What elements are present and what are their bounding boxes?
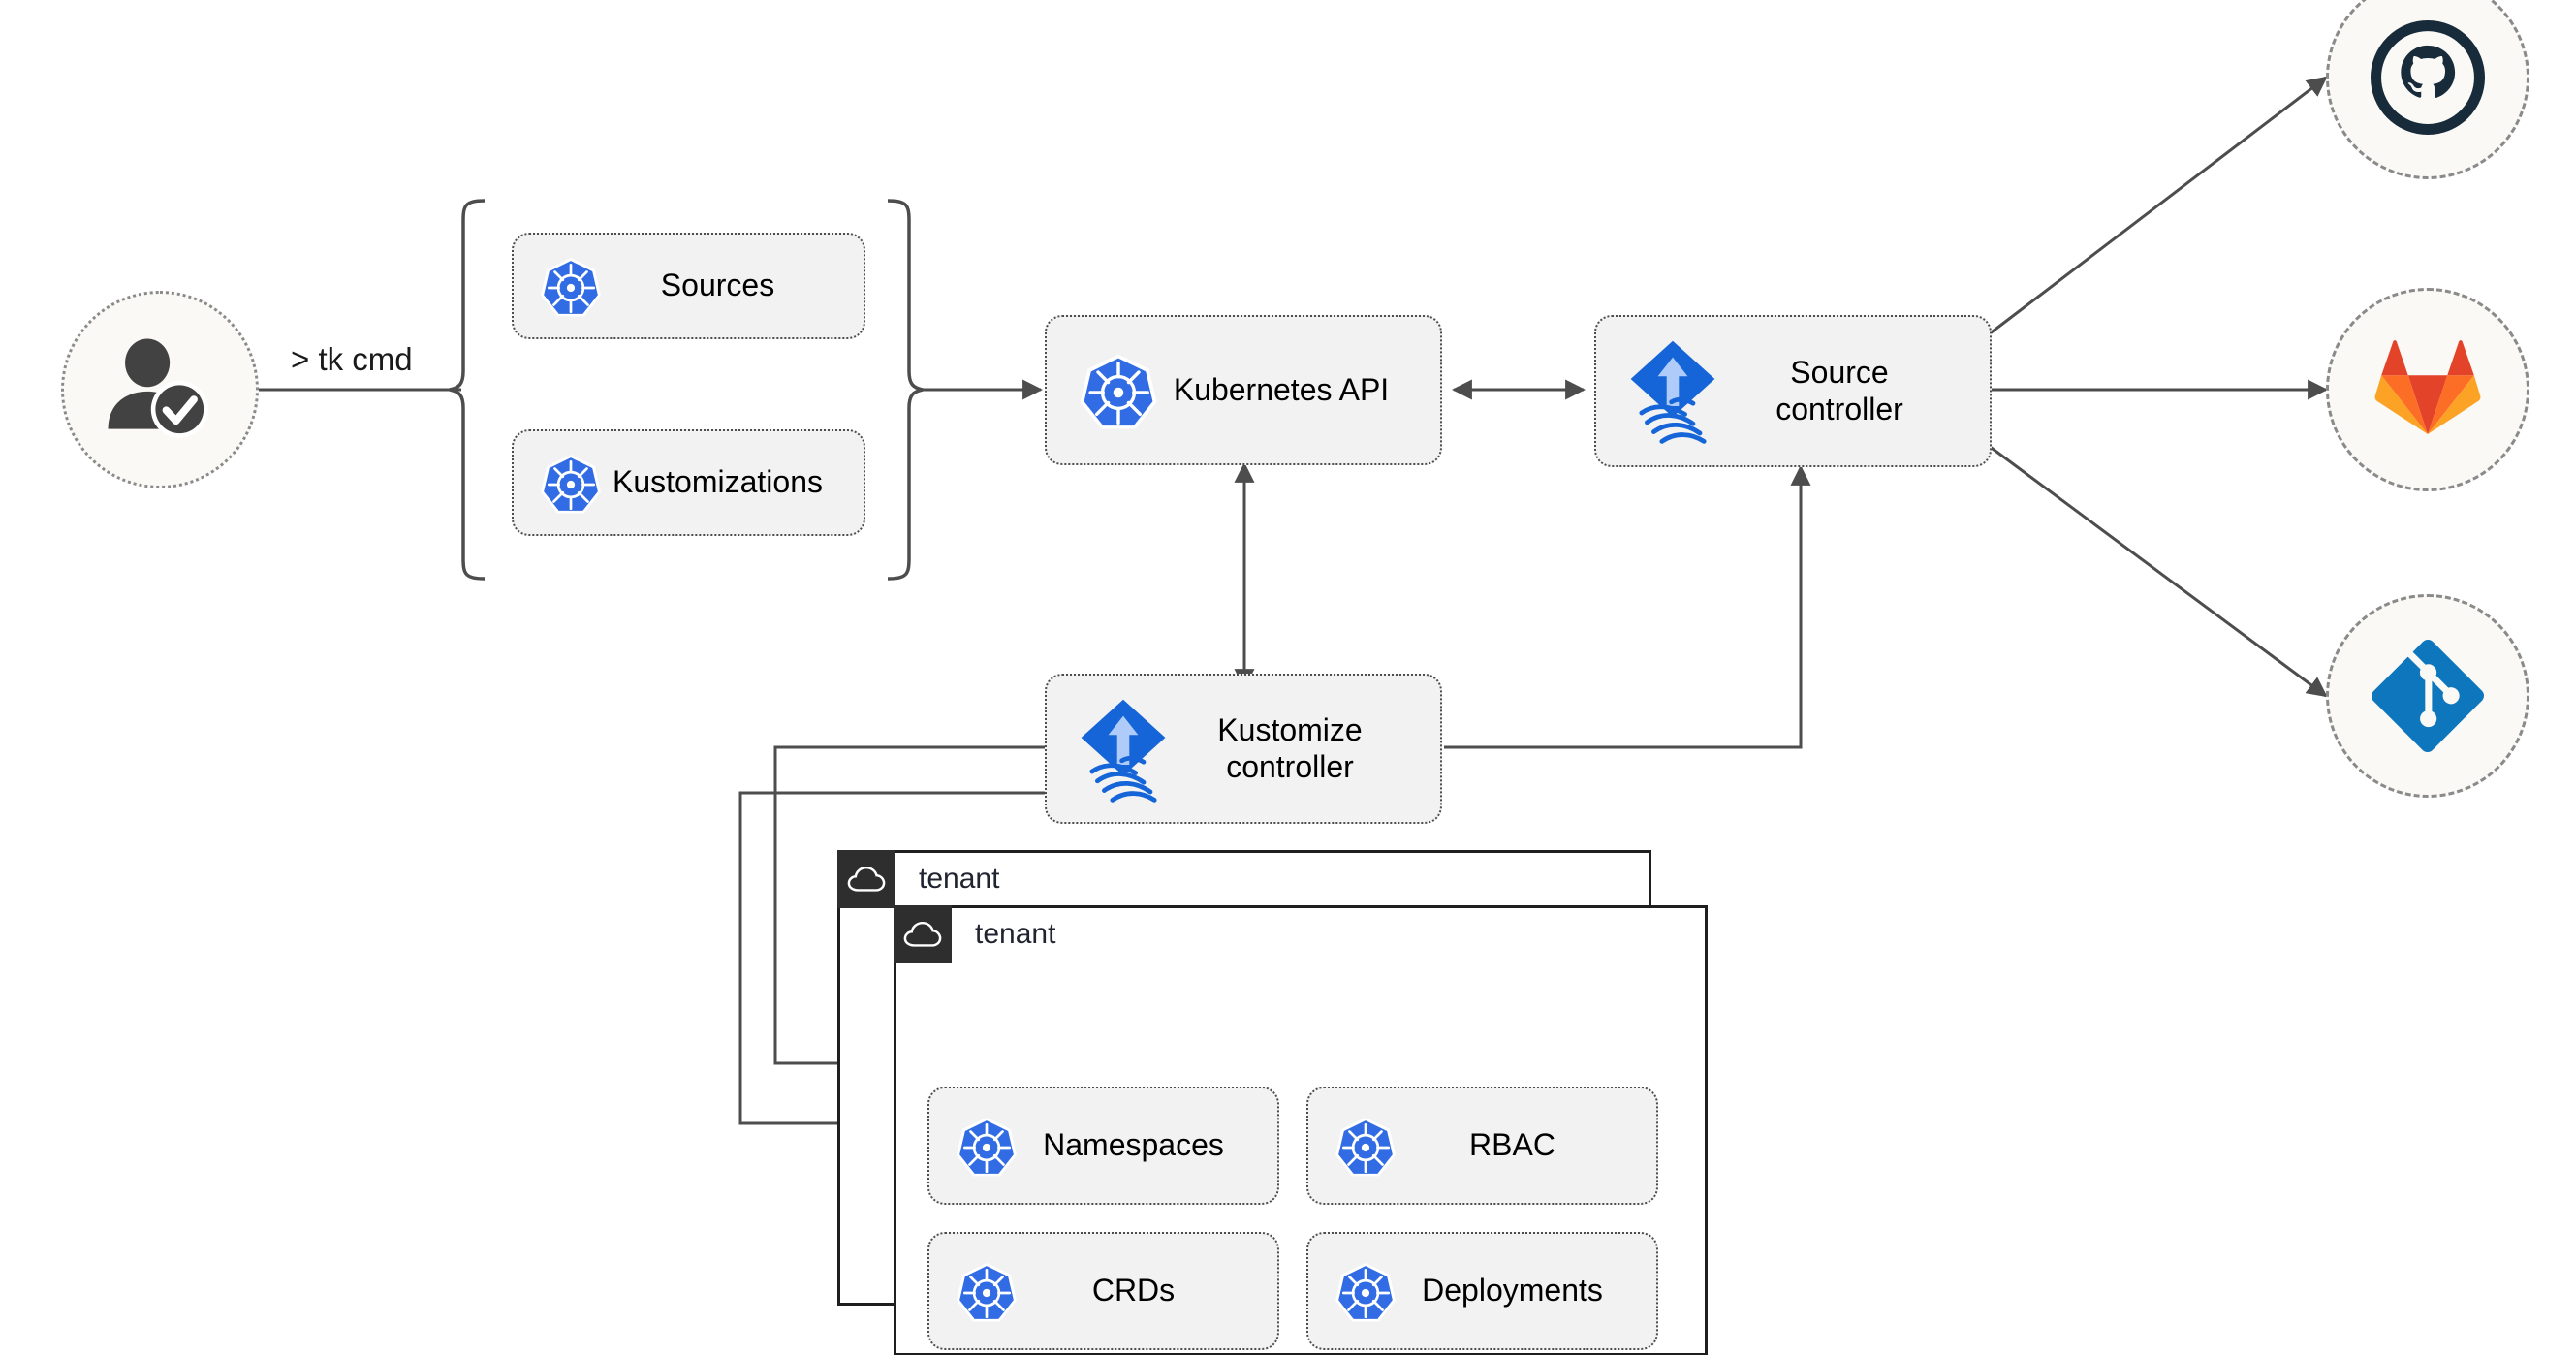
node-label: Sources xyxy=(660,268,775,303)
edge-label-tk-cmd: > tk cmd xyxy=(291,341,413,377)
gitlab-icon xyxy=(2374,340,2481,434)
edge-kustomize-to-source-controller xyxy=(1444,464,1811,749)
kubernetes-icon xyxy=(1334,1116,1398,1184)
kubernetes-icon xyxy=(955,1261,1019,1330)
group-brace-right xyxy=(887,199,924,581)
provider-git[interactable] xyxy=(2326,594,2529,798)
cloud-icon xyxy=(837,850,895,908)
node-namespaces[interactable]: Namespaces xyxy=(927,1087,1279,1205)
cluster-header: tenant xyxy=(837,850,999,908)
git-icon xyxy=(2372,640,2484,752)
node-label: Kustomize controller xyxy=(1217,711,1363,784)
node-label: CRDs xyxy=(1091,1273,1176,1308)
flux-icon xyxy=(1076,697,1171,810)
node-label: Source controller xyxy=(1775,354,1903,426)
node-label: Namespaces xyxy=(1043,1127,1224,1163)
kubernetes-icon xyxy=(955,1116,1019,1184)
node-rbac[interactable]: RBAC xyxy=(1306,1087,1658,1205)
node-sources[interactable]: Sources xyxy=(512,233,865,339)
flux-icon xyxy=(1625,338,1720,452)
cluster-tenant-inner: tenant Namespaces xyxy=(894,905,1708,1355)
node-deployments[interactable]: Deployments xyxy=(1306,1232,1658,1350)
node-label: Kustomizations xyxy=(613,464,823,500)
node-crds[interactable]: CRDs xyxy=(927,1232,1279,1350)
node-label: Kubernetes API xyxy=(1173,371,1390,407)
node-kustomizations[interactable]: Kustomizations xyxy=(512,429,865,536)
node-kubernetes-api[interactable]: Kubernetes API xyxy=(1045,315,1442,465)
kubernetes-icon xyxy=(1078,352,1159,438)
provider-github[interactable] xyxy=(2326,0,2529,179)
edge-source-controller-to-github xyxy=(1988,76,2328,336)
cluster-title: tenant xyxy=(975,918,1056,950)
group-brace-left xyxy=(449,199,486,581)
cluster-header: tenant xyxy=(894,905,1055,963)
node-kustomize-controller[interactable]: Kustomize controller xyxy=(1045,674,1442,824)
kubernetes-icon xyxy=(539,256,603,325)
actor-user[interactable] xyxy=(61,291,259,488)
user-check-icon xyxy=(108,338,208,438)
kubernetes-icon xyxy=(1334,1261,1398,1330)
kubernetes-icon xyxy=(539,453,603,521)
cloud-icon xyxy=(894,905,952,963)
provider-gitlab[interactable] xyxy=(2326,288,2529,491)
node-label: RBAC xyxy=(1469,1127,1555,1163)
node-label: Deployments xyxy=(1422,1273,1603,1308)
github-icon xyxy=(2371,20,2485,135)
cluster-title: tenant xyxy=(919,863,1000,895)
edge-source-controller-to-git xyxy=(1988,444,2328,698)
node-source-controller[interactable]: Source controller xyxy=(1594,315,1992,467)
